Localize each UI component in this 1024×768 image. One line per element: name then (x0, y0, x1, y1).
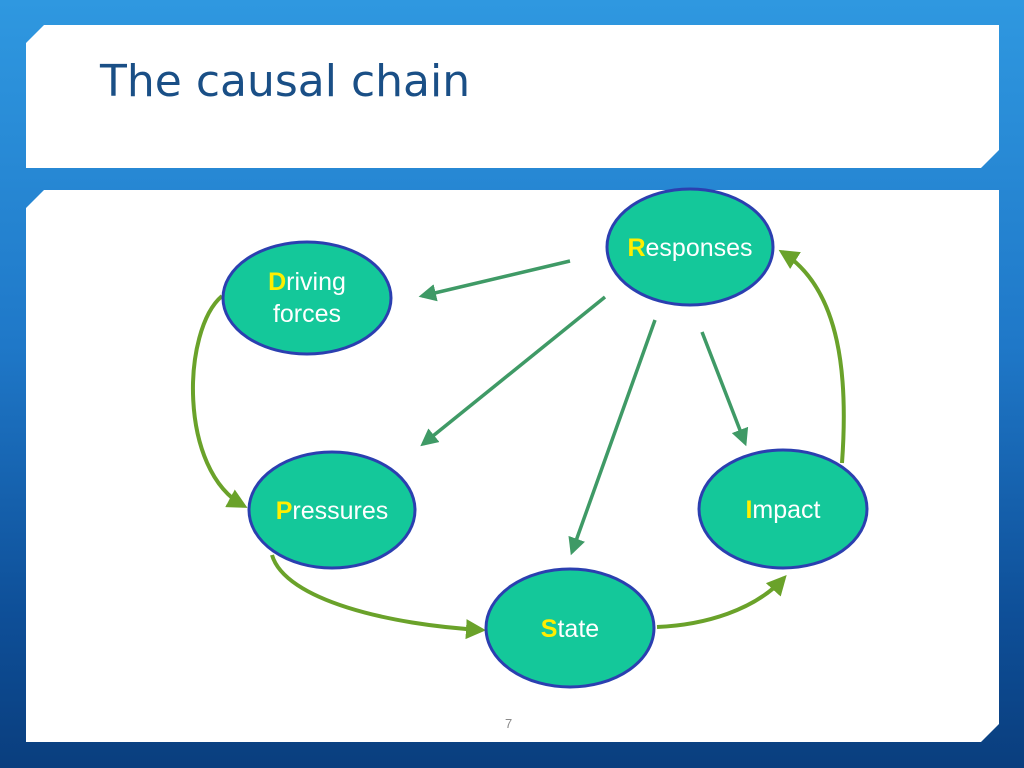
node-state: State (484, 567, 656, 689)
title-panel (26, 25, 999, 168)
arrow-driving-to-pressures (190, 294, 248, 508)
arrow-responses-to-driving (418, 259, 571, 302)
node-impact: Impact (697, 448, 869, 570)
node-impact-label: Impact (745, 496, 820, 524)
arrow-impact-to-responses (778, 249, 846, 464)
node-driving-forces-label-line2: forces (273, 300, 341, 328)
arrow-state-to-impact (656, 575, 787, 629)
page-number: 7 (505, 716, 513, 731)
arrow-responses-to-pressures (420, 295, 607, 447)
slide-title: The causal chain (100, 56, 471, 107)
arrow-responses-to-state (568, 319, 657, 556)
node-responses-label: Responses (627, 234, 752, 262)
node-state-label: State (541, 615, 599, 643)
node-responses: Responses (605, 187, 775, 307)
arrow-responses-to-impact (700, 331, 749, 447)
node-driving-forces: Driving forces (221, 240, 393, 356)
node-pressures-label: Pressures (276, 497, 389, 525)
node-pressures: Pressures (247, 450, 417, 570)
node-driving-forces-label-line1: Driving (268, 268, 346, 296)
arrow-pressures-to-state (270, 554, 486, 640)
